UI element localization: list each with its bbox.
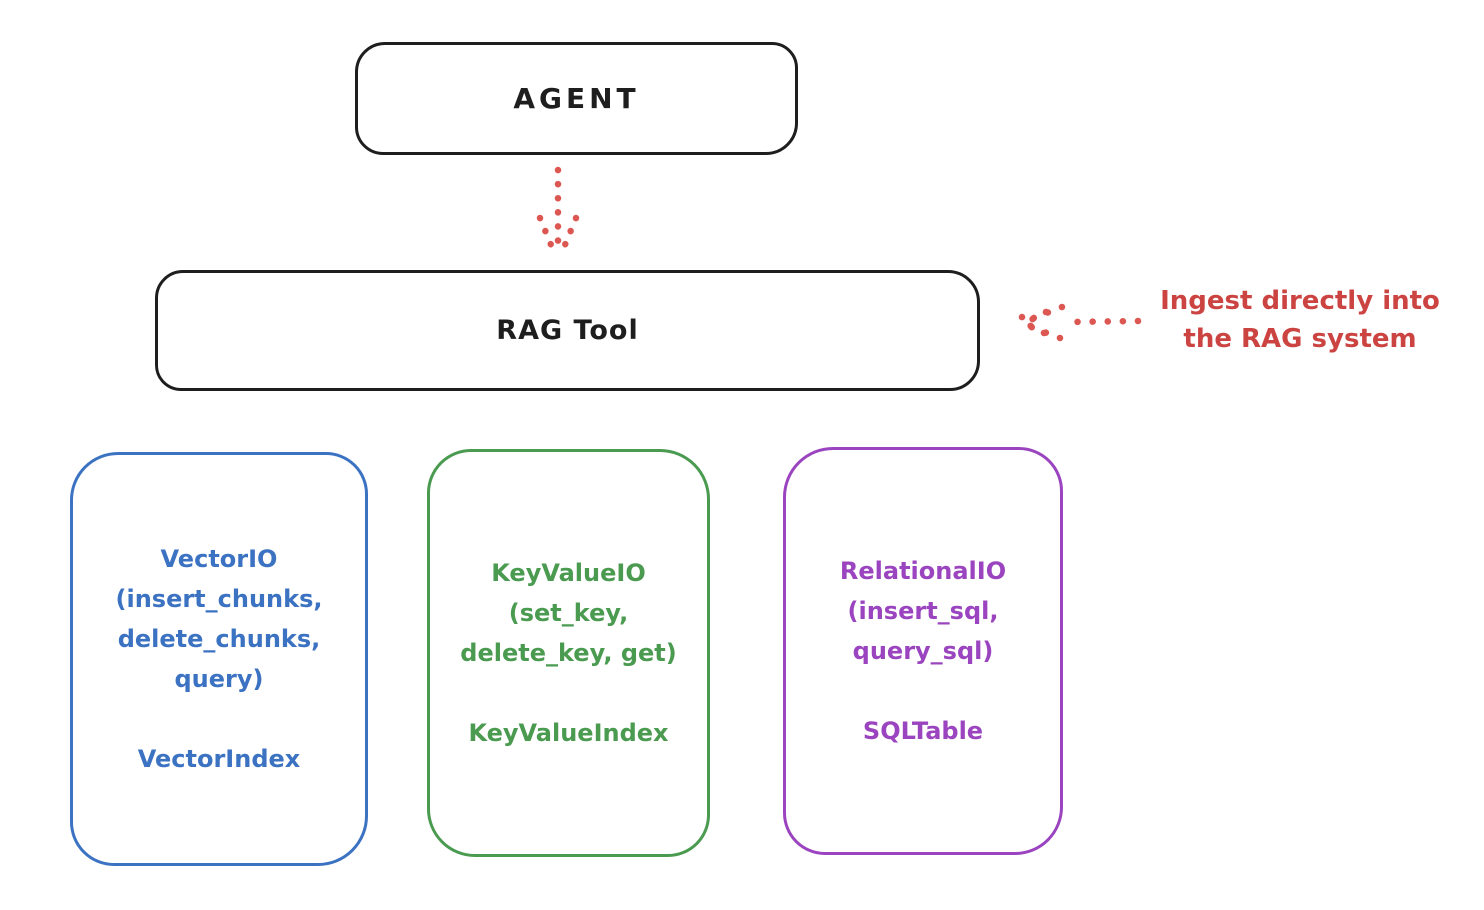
rag-tool-label: RAG Tool: [496, 315, 639, 346]
vectorio-line-1: VectorIO: [160, 545, 278, 573]
annotation-line-1: Ingest directly into: [1160, 286, 1440, 316]
relationalio-text: RelationalIO (insert_sql, query_sql) SQL…: [840, 551, 1006, 751]
keyvalueio-line-1: KeyValueIO: [491, 559, 646, 587]
annotation-ingest: Ingest directly into the RAG system: [1130, 282, 1470, 358]
relationalio-line-1: RelationalIO: [839, 557, 1007, 585]
vectorio-line-2: (insert_chunks,: [115, 585, 323, 613]
keyvalueio-index-label: KeyValueIndex: [468, 719, 669, 747]
vectorio-index-label: VectorIndex: [137, 745, 301, 773]
keyvalueio-text: KeyValueIO (set_key, delete_key, get) Ke…: [460, 553, 676, 753]
keyvalueio-line-2: (set_key,: [508, 599, 629, 627]
spacer: [116, 699, 323, 739]
agent-box: AGENT: [355, 42, 798, 155]
agent-label: AGENT: [513, 82, 640, 115]
annotation-line-2: the RAG system: [1183, 324, 1417, 354]
vectorio-line-4: query): [174, 665, 264, 693]
vectorio-text: VectorIO (insert_chunks, delete_chunks, …: [116, 539, 323, 779]
relationalio-index-label: SQLTable: [862, 717, 984, 745]
relationalio-box: RelationalIO (insert_sql, query_sql) SQL…: [783, 447, 1063, 855]
keyvalueio-line-3: delete_key, get): [460, 639, 677, 667]
relationalio-line-2: (insert_sql,: [847, 597, 999, 625]
spacer: [840, 671, 1006, 711]
spacer: [460, 673, 676, 713]
keyvalueio-box: KeyValueIO (set_key, delete_key, get) Ke…: [427, 449, 710, 857]
vectorio-line-3: delete_chunks,: [117, 625, 321, 653]
vectorio-box: VectorIO (insert_chunks, delete_chunks, …: [70, 452, 368, 866]
relationalio-line-3: query_sql): [852, 637, 994, 665]
rag-tool-box: RAG Tool: [155, 270, 980, 391]
